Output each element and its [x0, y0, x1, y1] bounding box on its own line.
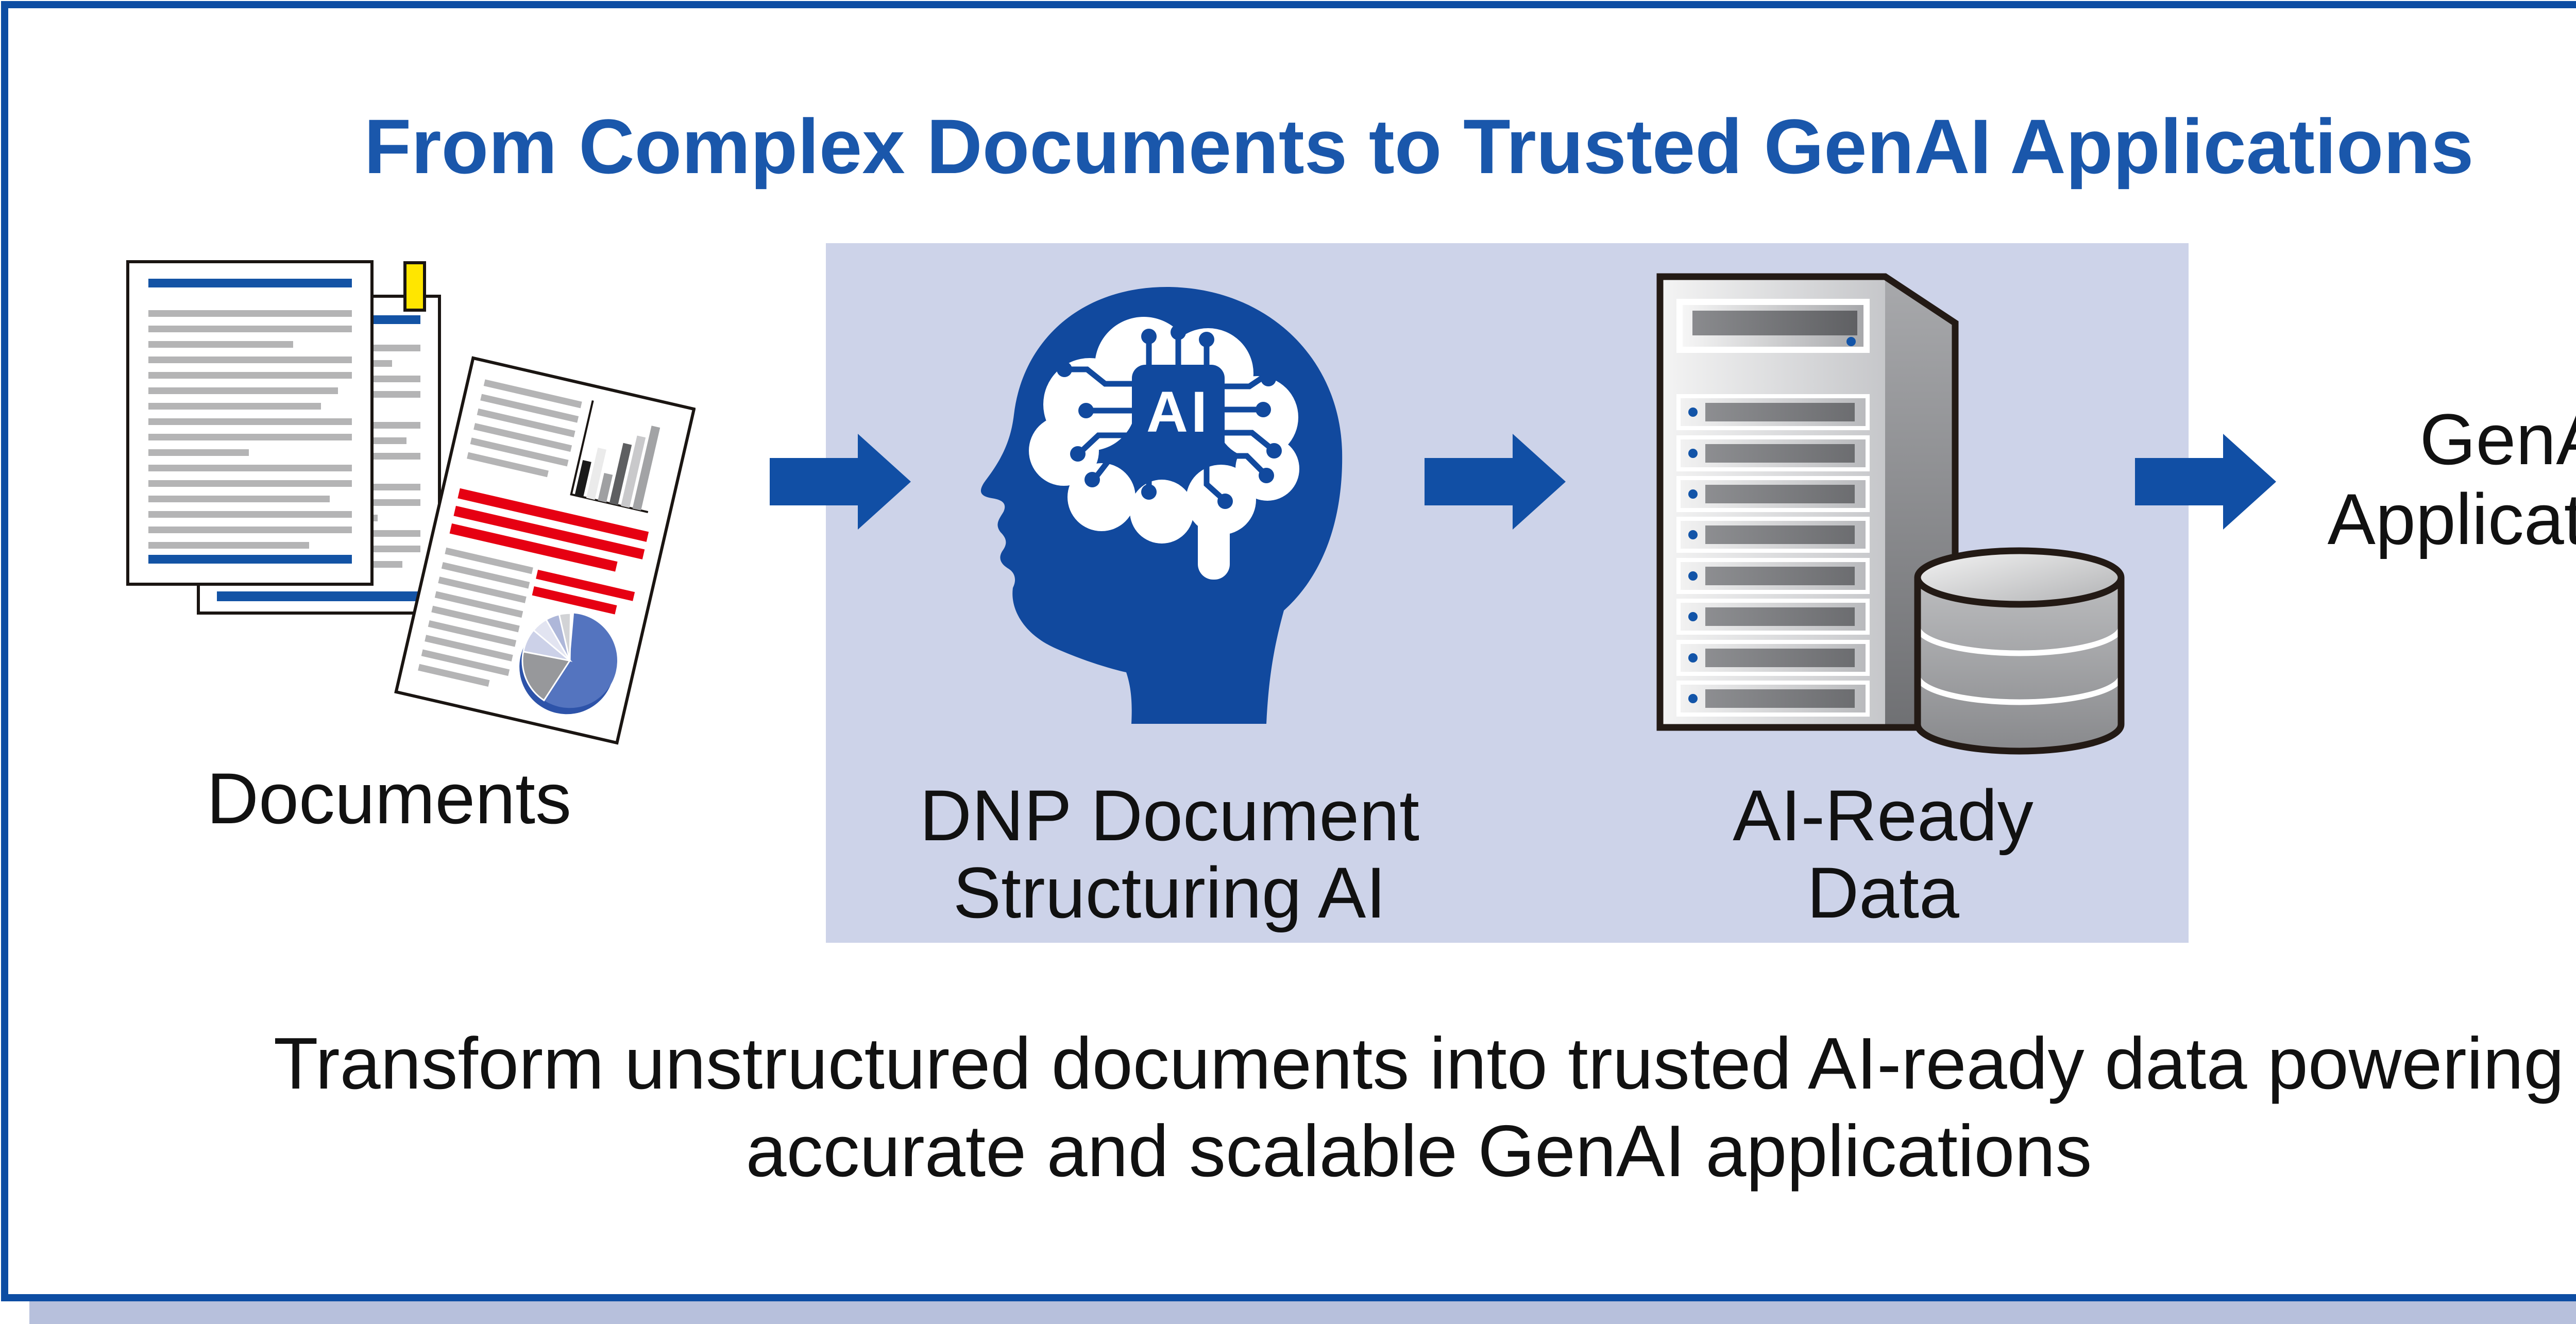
ai-chip [1132, 365, 1225, 460]
caption-line1: Transform unstructured documents into tr… [273, 1023, 2565, 1105]
output-label-line2: Applications [2327, 479, 2576, 559]
circuit-nodes [1057, 325, 1282, 509]
flow-arrow-icon [2135, 434, 2276, 530]
documents-stack-icon [126, 260, 696, 745]
caption: Transform unstructured documents into tr… [0, 1020, 2576, 1195]
server-database-icon [1656, 273, 2125, 755]
output-label-line1: GenAI [2419, 399, 2576, 480]
engine-label-line1: DNP Document [919, 775, 1420, 856]
flow-arrow-icon [770, 434, 911, 530]
documents-label: Documents [206, 758, 572, 839]
page-title: From Complex Documents to Trusted GenAI … [364, 103, 2474, 190]
document-page-front [126, 260, 374, 586]
flow-arrow-icon [1425, 434, 1566, 530]
bar-chart [570, 400, 660, 513]
pie-chart [519, 612, 618, 715]
report-page [394, 356, 696, 745]
database-cylinder [1914, 547, 2125, 755]
engine-label-line2: Structuring AI [953, 852, 1386, 933]
output-label: GenAI Applications [2277, 399, 2576, 559]
data-label: AI-Ready Data [1597, 777, 2169, 931]
circuit-traces [1069, 335, 1273, 501]
caption-line2: accurate and scalable GenAI applications [745, 1110, 2092, 1192]
engine-label: DNP Document Structuring AI [850, 777, 1489, 931]
data-label-line1: AI-Ready [1733, 775, 2033, 856]
data-label-line2: Data [1807, 852, 1959, 933]
server-tower [1656, 273, 1959, 731]
ai-brain-head-icon: AI [980, 286, 1343, 724]
chip-label: AI [1146, 380, 1210, 444]
bookmark-tab [403, 261, 426, 312]
